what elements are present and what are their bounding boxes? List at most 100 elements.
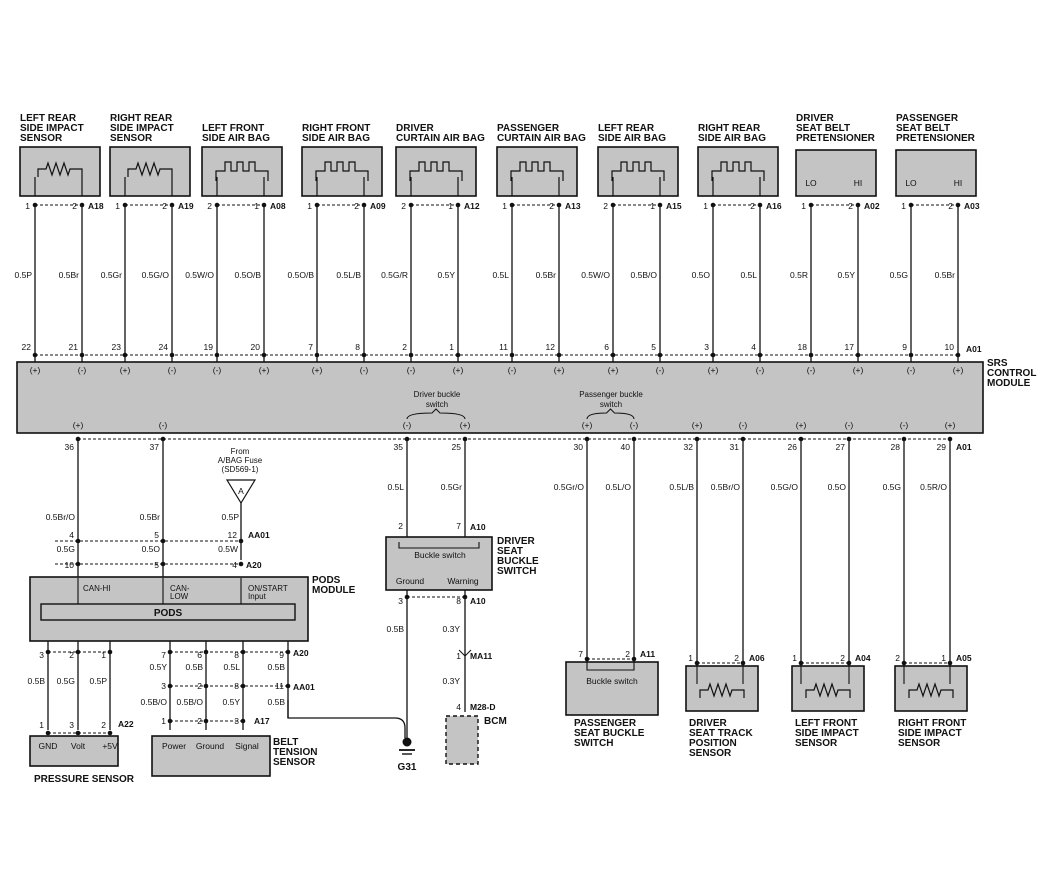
srs-bottom-pin-dot [584, 436, 590, 442]
component-dcab-squib-symbol [409, 161, 463, 181]
component-psbp-wire-1-color: 0.5G [890, 270, 908, 280]
pods-lower-right-pin-dot [240, 649, 246, 655]
component-dsbp-pin-dot [808, 202, 814, 208]
component-rfsab-box [301, 146, 383, 197]
component-psbp-ecu-polarity: (-) [907, 365, 916, 375]
component-pcab-connector-id: A13 [565, 201, 581, 211]
component-rfsab-ecu-pin-dot [314, 352, 320, 358]
component-psbs-pin: 7 [578, 649, 583, 659]
component-dsbp-wire-2-color: 0.5Y [838, 270, 856, 280]
component-lrsab-pin: 1 [650, 201, 655, 211]
srs-bottom-polarity: (+) [73, 420, 84, 430]
pods-inner-box [40, 603, 296, 621]
component-dcab-connector-id: A12 [464, 201, 480, 211]
component-lrsis-pin: 2 [72, 201, 77, 211]
component-lfsab-ecu-pin-dot [261, 352, 267, 358]
component-rfsis-pin: 2 [895, 653, 900, 663]
component-pcab-ecu-pin-dot [509, 352, 515, 358]
component-psbs-pin-dot [584, 656, 590, 662]
srs-bottom-polarity: (+) [460, 420, 471, 430]
component-rrsab-ecu-pin-dot [710, 352, 716, 358]
pods-aa01-lower-pin-dot [203, 683, 209, 689]
component-dsbp-ecu-pin: 17 [845, 342, 855, 352]
component-dsbp-pin: 2 [848, 201, 853, 211]
component-pcab-ecu-pin-dot [556, 352, 562, 358]
component-rrsis-resistor-symbol [127, 161, 173, 177]
component-lrsab-wire-1-color: 0.5W/O [581, 270, 610, 280]
component-dsbp-pin: 1 [801, 201, 806, 211]
pods-aa01-lower-wire-color: 0.5Y [223, 697, 241, 707]
a17-connector-id: A17 [254, 716, 270, 726]
pods-lower-left-pin-dot [107, 649, 113, 655]
srs-bottom-pin-dot [404, 436, 410, 442]
component-lrsis-pin: 1 [25, 201, 30, 211]
component-lfsab-pin-dot [261, 202, 267, 208]
pressure-sensor-label: PRESSURE SENSOR [34, 774, 135, 785]
fuse-reference-symbol: A [238, 486, 244, 496]
component-rfsis-wire-2-color: 0.5R/O [920, 482, 947, 492]
component-lfsis-wire-1-color: 0.5G/O [771, 482, 799, 492]
pods-lower-right-pin: 6 [197, 650, 202, 660]
belt-tension-pin: 1 [161, 716, 166, 726]
component-pcab-squib-symbol [510, 161, 564, 181]
pods-lower-aa01-connector-id: AA01 [293, 682, 315, 692]
component-rrsis-pin: 1 [115, 201, 120, 211]
component-dstp-pin-dot [694, 660, 700, 666]
component-psbs-lead [586, 662, 635, 671]
component-lfsab-box [201, 146, 283, 197]
component-dsbp-pin-dot [855, 202, 861, 208]
srs-bottom-pin: 25 [452, 442, 462, 452]
component-rrsis-pin-dot [122, 202, 128, 208]
component-rrsis-ecu-pin: 23 [112, 342, 122, 352]
component-pcab-ecu-polarity: (+) [554, 365, 565, 375]
component-rfsab-ecu-polarity: (-) [360, 365, 369, 375]
srs-bottom-polarity: (-) [845, 420, 854, 430]
srs-bottom-pin-dot [947, 436, 953, 442]
component-rrsis-wire-2-color: 0.5G/O [142, 270, 170, 280]
component-lfsis-pin-dot [798, 660, 804, 666]
component-psbp-pin-dot [955, 202, 961, 208]
component-psbp-ecu-pin-dot [908, 352, 914, 358]
component-psbp-pin-dot [908, 202, 914, 208]
pressure-sensor-pin-dot [107, 730, 113, 736]
component-lrsis-wire-2-color: 0.5Br [59, 270, 79, 280]
pods-lower-left-pin: 2 [69, 650, 74, 660]
pods-aa01-pin-dot [238, 538, 244, 544]
component-rfsab-pin-dot [314, 202, 320, 208]
component-dstp-wire-2-color: 0.5Br/O [711, 482, 741, 492]
component-dsbp-lo-label: LO [805, 178, 817, 188]
srs-bottom-pin: 37 [150, 442, 160, 452]
component-pcab-pin-dot [509, 202, 515, 208]
pods-lower-right-wire-color: 0.5L [223, 662, 240, 672]
pods-port-label: CAN-LOW [170, 584, 190, 601]
belt-tension-port: Ground [196, 741, 225, 751]
driver-buckle-top-connector-id: A10 [470, 522, 486, 532]
srs-bottom-pin-dot [901, 436, 907, 442]
ma11-pin: 1 [456, 651, 461, 661]
component-rrsab-pin: 1 [703, 201, 708, 211]
component-rrsab-ecu-pin: 3 [704, 342, 709, 352]
component-rfsab-pin-dot [361, 202, 367, 208]
component-dsbp-hi-label: HI [854, 178, 863, 188]
pressure-sensor-pin: 1 [39, 720, 44, 730]
pressure-sensor-port: +5V [102, 741, 118, 751]
component-lrsis-pin-dot [32, 202, 38, 208]
component-dsbp-ecu-pin-dot [855, 352, 861, 358]
component-rrsab-ecu-pin: 4 [751, 342, 756, 352]
ma11-connector-id: MA11 [470, 651, 492, 661]
component-dcab-ecu-pin: 2 [402, 342, 407, 352]
driver-buckle-inner-bracket [398, 542, 480, 549]
component-lrsis-ecu-pin: 21 [69, 342, 79, 352]
m28-pin: 4 [456, 702, 461, 712]
component-lfsis-pin: 2 [840, 653, 845, 663]
srs-bottom-pin: 35 [394, 442, 404, 452]
component-dcab-ecu-pin-dot [408, 352, 414, 358]
belt-tension-pin-dot [203, 718, 209, 724]
driver-buckle-inner-label: Buckle switch [414, 550, 466, 560]
component-dcab-wire-2-color: 0.5Y [438, 270, 456, 280]
component-lrsab-ecu-polarity: (+) [608, 365, 619, 375]
component-lfsab-ecu-pin: 19 [204, 342, 214, 352]
